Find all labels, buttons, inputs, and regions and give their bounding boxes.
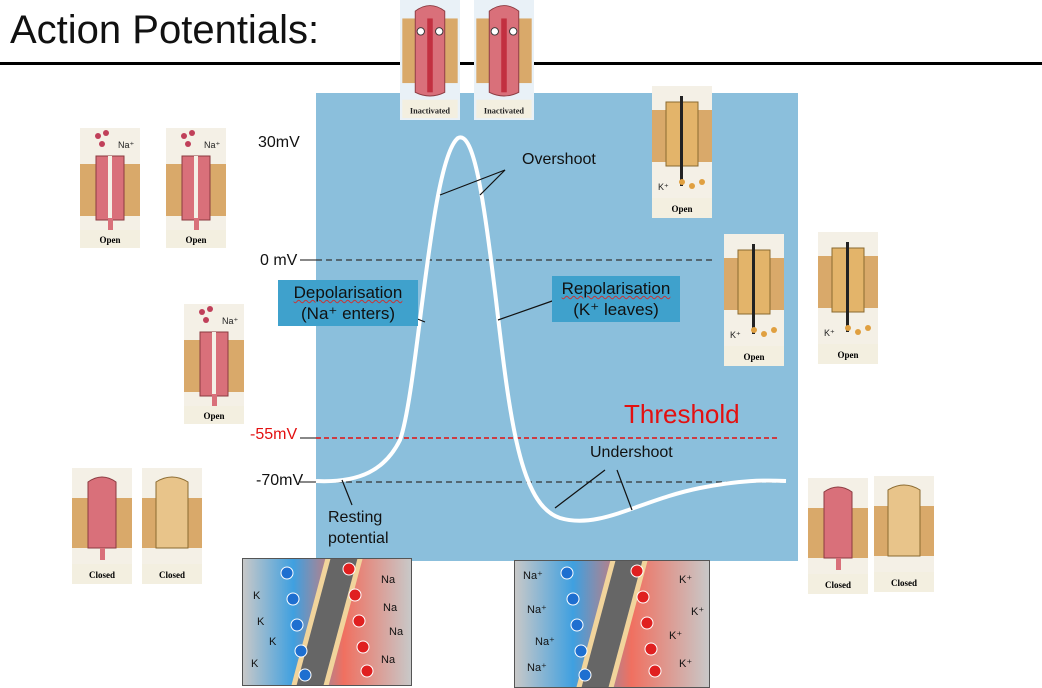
k-channel-closed-icon: Closed [142,468,202,584]
k-label-3: K [269,636,277,648]
na-channel-closed-icon: Closed [72,468,132,584]
k-channel-open-icon-3: K⁺ Open [818,232,878,364]
k-label-4: K [251,658,259,670]
y-label-0mv: 0 mV [260,252,298,269]
na-plain-label-4: Na [381,654,396,666]
open-label-2: Open [185,235,206,245]
k-ion-label-3: K⁺ [824,328,835,338]
repolarisation-title: Repolarisation [561,279,671,298]
k-label-6: K⁺ [691,606,704,618]
na-channel-inactivated-icon: Inactivated [400,0,460,120]
na-plain-label-1: Na [381,574,396,586]
resting-label-line1: Resting [328,509,383,526]
closed-label-1: Closed [89,570,115,580]
na-plain-label-2: Na [383,602,398,614]
na-plain-label-3: Na [389,626,404,638]
closed-label-4: Closed [891,578,917,588]
depolarisation-title: Depolarisation [293,283,403,302]
na-channel-closed-icon-2: Closed [808,478,868,594]
na-label-3: Na⁺ [535,636,555,648]
repolarisation-box: Repolarisation (K⁺ leaves) [552,276,680,322]
k-channel-closed-icon-2: Closed [874,476,934,592]
repolarisation-subtitle: (K⁺ leaves) [573,300,659,319]
na-channel-open-icon-3: Na⁺ Open [184,304,244,424]
y-label-30mv: 30mV [258,134,300,151]
k-ion-label-1: K⁺ [658,182,669,192]
depolarisation-subtitle: (Na⁺ enters) [301,304,395,323]
open-label-3: Open [203,411,224,421]
inactivated-label-2: Inactivated [484,107,524,116]
na-ion-label-1: Na⁺ [118,140,135,150]
na-ion-label-2: Na⁺ [204,140,221,150]
k-label-7: K⁺ [669,630,682,642]
threshold-label: Threshold [624,399,740,429]
open-label-5: Open [743,352,764,362]
k-channel-open-icon: K⁺ Open [652,86,712,218]
open-label-6: Open [837,350,858,360]
k-label-5: K⁺ [679,574,692,586]
closed-label-3: Closed [825,580,851,590]
na-label-4: Na⁺ [527,662,547,674]
y-label-minus70mv: -70mV [256,472,304,489]
page-title: Action Potentials: [10,8,320,52]
membrane-resting-diagram: K K K K Na Na Na Na [242,558,412,686]
na-channel-open-icon: Na⁺ Open [80,128,140,248]
k-ion-label-2: K⁺ [730,330,741,340]
depolarisation-box: Depolarisation (Na⁺ enters) [278,280,418,326]
k-label-8: K⁺ [679,658,692,670]
undershoot-label: Undershoot [590,444,673,461]
na-label-1: Na⁺ [523,570,543,582]
na-ion-label-3: Na⁺ [222,316,239,326]
resting-label-line2: potential [328,530,389,547]
membrane-ion-distribution-diagram: Na⁺ Na⁺ Na⁺ Na⁺ K⁺ K⁺ K⁺ K⁺ [514,560,710,688]
k-label-2: K [257,616,265,628]
action-potential-curve [315,135,787,523]
open-label-4: Open [671,204,692,214]
y-label-minus55mv: -55mV [250,426,298,443]
na-channel-inactivated-icon-2: Inactivated [474,0,534,120]
inactivated-label-1: Inactivated [410,107,450,116]
closed-label-2: Closed [159,570,185,580]
open-label-1: Open [99,235,120,245]
na-label-2: Na⁺ [527,604,547,616]
k-channel-open-icon-2: K⁺ Open [724,234,784,366]
k-label-1: K [253,590,261,602]
overshoot-label: Overshoot [522,151,596,168]
na-channel-open-icon-2: Na⁺ Open [166,128,226,248]
